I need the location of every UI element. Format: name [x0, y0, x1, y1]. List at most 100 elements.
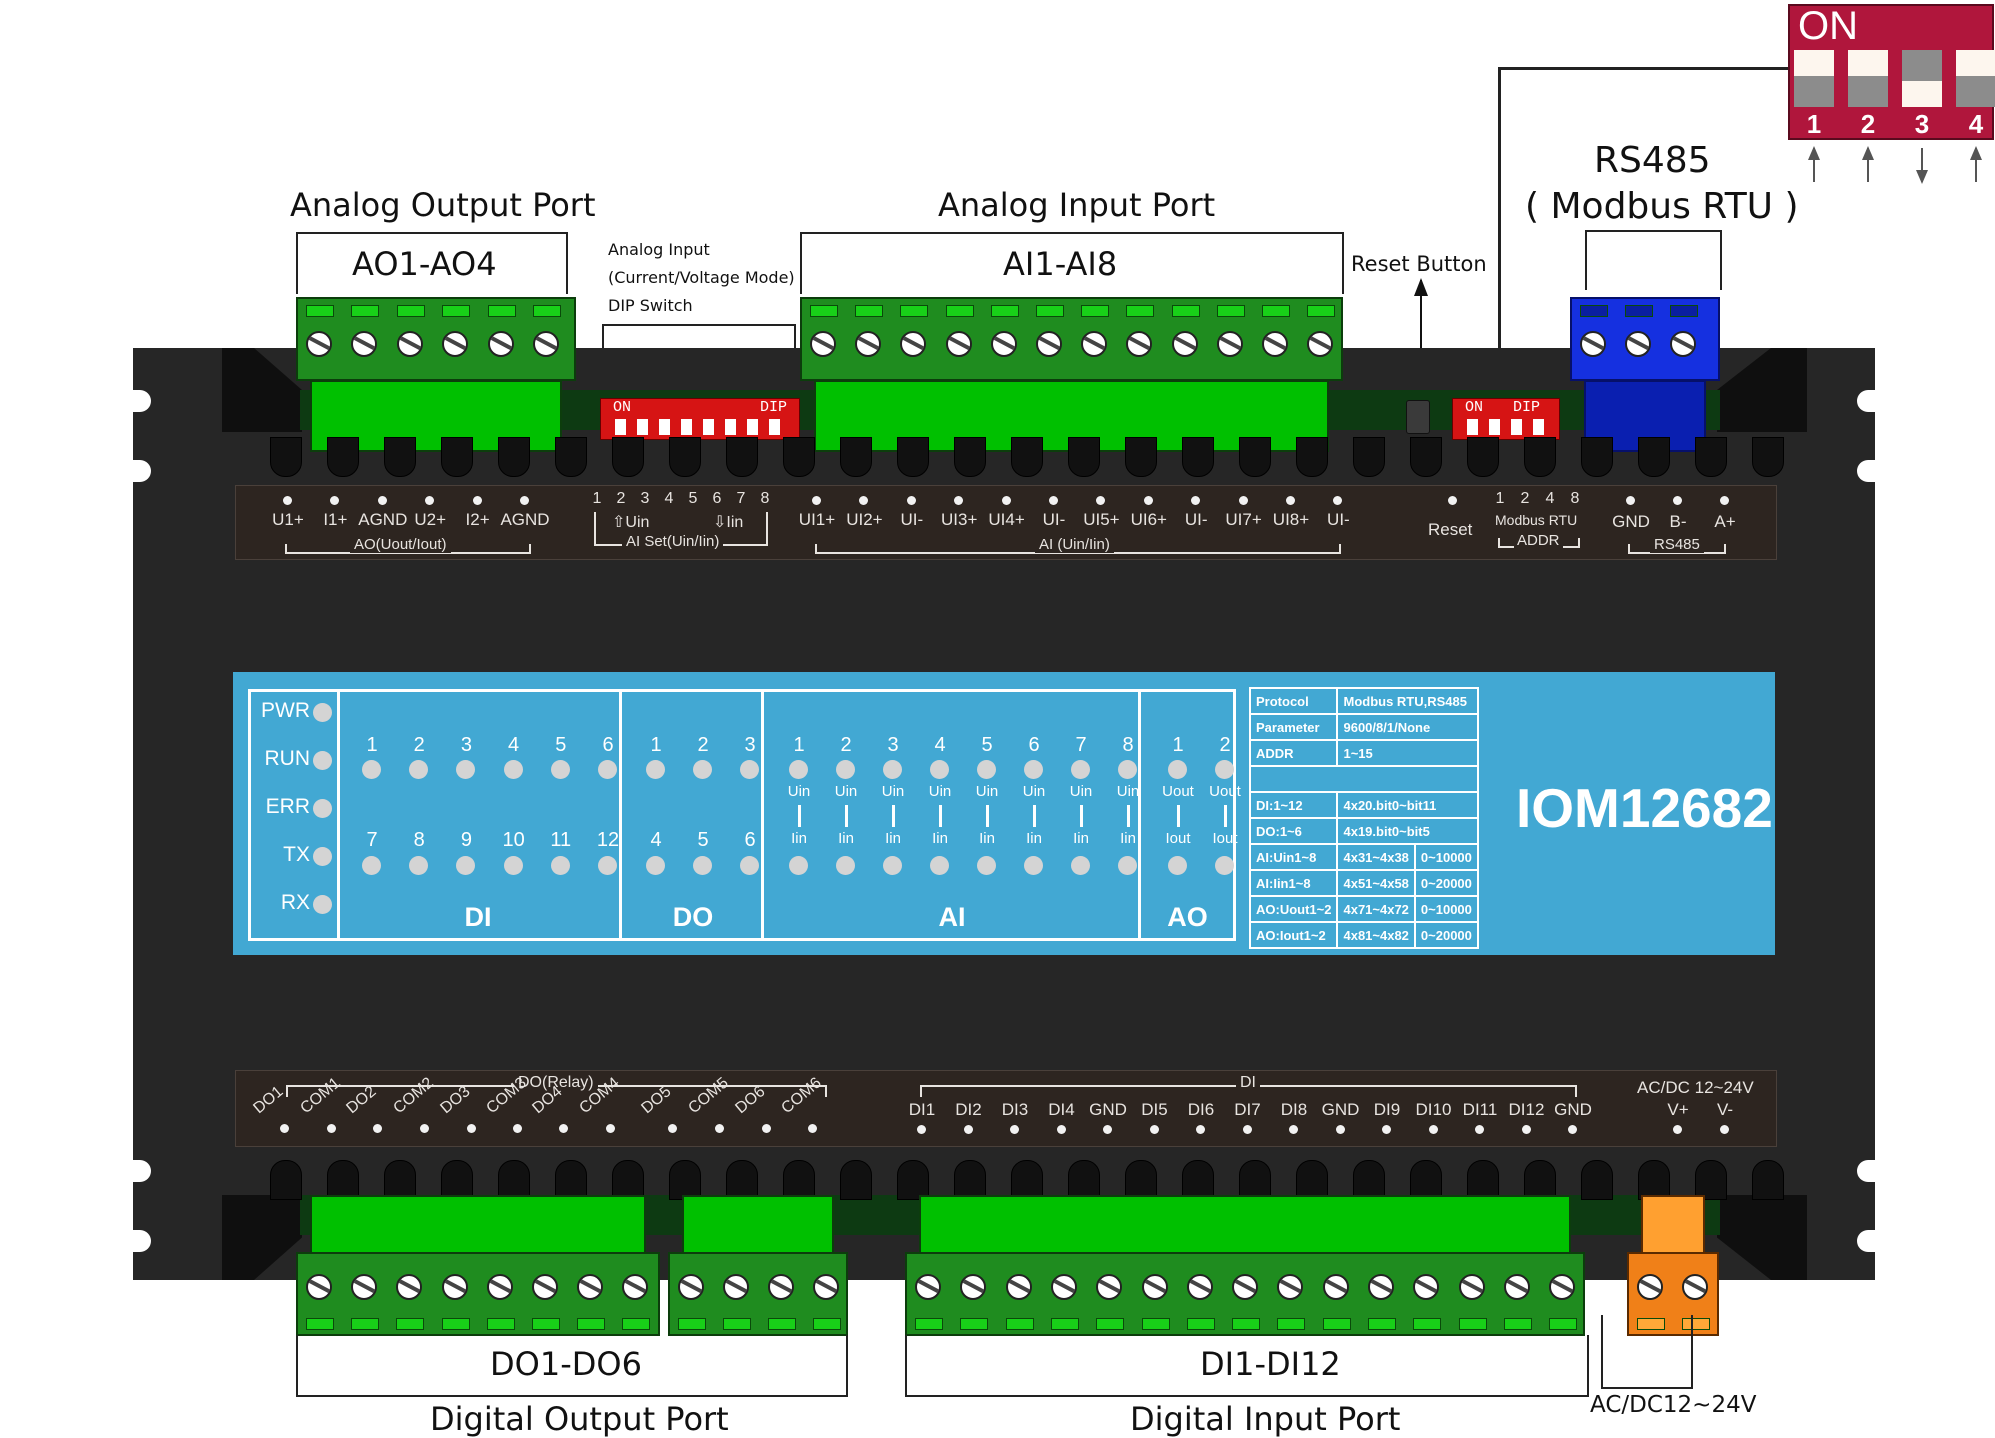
ai-led-lower	[883, 856, 902, 875]
terminal-screw-icon[interactable]	[1637, 1274, 1663, 1300]
terminal-screw-icon[interactable]	[768, 1274, 794, 1300]
terminal-screw-icon[interactable]	[306, 331, 332, 357]
terminal-screw-icon[interactable]	[1186, 1274, 1213, 1300]
terminal-pin-dot	[1056, 1125, 1066, 1134]
terminal-screw-icon[interactable]	[533, 331, 559, 357]
terminal-screw-icon[interactable]	[723, 1274, 749, 1300]
terminal-pin-dot	[668, 1124, 677, 1133]
terminal-pin-dot	[1720, 1125, 1729, 1134]
terminal-pin-label: A+	[1714, 512, 1736, 531]
terminal-pin-dot	[1191, 496, 1201, 505]
terminal-screw-icon[interactable]	[1670, 331, 1696, 357]
ai-dip-key[interactable]	[681, 419, 692, 435]
addr-dip-key[interactable]	[1489, 419, 1500, 435]
ai-led-lower	[836, 856, 855, 875]
ai-dip-key[interactable]	[769, 419, 780, 435]
terminal-screw-icon[interactable]	[1036, 331, 1062, 357]
terminal-screw-icon[interactable]	[532, 1274, 558, 1300]
terminal-screw-icon[interactable]	[1580, 331, 1606, 357]
ai-dip-key[interactable]	[637, 419, 648, 435]
terminal-screw-icon[interactable]	[622, 1274, 649, 1300]
terminal-screw-icon[interactable]	[1549, 1274, 1576, 1300]
ao-callout-bracket	[296, 232, 568, 294]
terminal-screw-icon[interactable]	[1126, 331, 1153, 357]
terminal-pin-label: GND	[1554, 1100, 1592, 1119]
terminal-screw-icon[interactable]	[945, 331, 972, 357]
terminal-screw-icon[interactable]	[1005, 1274, 1032, 1300]
terminal-screw-icon[interactable]	[1307, 331, 1334, 357]
terminal-pin-label: GND	[1089, 1100, 1127, 1119]
ai-dip-key[interactable]	[725, 419, 736, 435]
terminal-pin-label: DI5	[1141, 1100, 1168, 1119]
terminal-screw-icon[interactable]	[1322, 1274, 1349, 1300]
addr-dip-switch[interactable]: ON DIP	[1452, 398, 1560, 440]
case-latch-notch	[612, 437, 644, 477]
ai-mode-upper: Uin	[975, 783, 999, 800]
terminal-screw-icon[interactable]	[1141, 1274, 1168, 1300]
terminal-screw-icon[interactable]	[810, 331, 836, 357]
wire-entry-slot	[813, 1318, 841, 1330]
case-latch-notch	[441, 437, 473, 477]
wire-entry-slot	[1670, 305, 1698, 317]
terminal-pin-dot	[1238, 496, 1248, 505]
ai-dip-key[interactable]	[747, 419, 758, 435]
terminal-screw-icon[interactable]	[678, 1274, 704, 1300]
terminal-pin-label: AGND	[500, 510, 550, 529]
ao-led-box	[1138, 689, 1236, 941]
terminal-screw-icon[interactable]	[1625, 331, 1651, 357]
case-latch-notch	[1011, 437, 1043, 477]
terminal-screw-icon[interactable]	[1458, 1274, 1485, 1300]
terminal-screw-icon[interactable]	[306, 1274, 332, 1300]
terminal-screw-icon[interactable]	[1232, 1274, 1259, 1300]
do-led	[693, 760, 712, 779]
ai-dip-key[interactable]	[659, 419, 670, 435]
terminal-screw-icon[interactable]	[351, 1274, 378, 1300]
terminal-screw-icon[interactable]	[1096, 1274, 1123, 1300]
terminal-screw-icon[interactable]	[396, 331, 423, 357]
addr-dip-key[interactable]	[1533, 419, 1544, 435]
addr-dip-key[interactable]	[1511, 419, 1522, 435]
terminal-screw-icon[interactable]	[1413, 1274, 1440, 1300]
addr-dip-key[interactable]	[1467, 419, 1478, 435]
terminal-screw-icon[interactable]	[1081, 331, 1108, 357]
bottom-label-strip	[235, 1070, 1777, 1147]
terminal-screw-icon[interactable]	[487, 331, 514, 357]
wire-entry-slot	[622, 1318, 651, 1330]
terminal-screw-icon[interactable]	[1171, 331, 1198, 357]
terminal-screw-icon[interactable]	[960, 1274, 987, 1300]
terminal-screw-icon[interactable]	[915, 1274, 941, 1300]
terminal-screw-icon[interactable]	[1682, 1274, 1708, 1300]
terminal-screw-icon[interactable]	[855, 331, 882, 357]
ai-channel-number: 3	[887, 734, 899, 756]
ao-terminal-block-plug	[296, 297, 576, 381]
terminal-screw-icon[interactable]	[1050, 1274, 1077, 1300]
terminal-screw-icon[interactable]	[351, 331, 378, 357]
terminal-pin-label: V-	[1716, 1100, 1734, 1119]
terminal-screw-icon[interactable]	[1216, 331, 1243, 357]
terminal-screw-icon[interactable]	[1368, 1274, 1394, 1300]
reset-arrow	[1420, 280, 1422, 380]
case-latch-notch	[1353, 437, 1385, 477]
reset-button[interactable]	[1406, 400, 1430, 434]
terminal-screw-icon[interactable]	[1277, 1274, 1304, 1300]
ai-dip-key[interactable]	[703, 419, 714, 435]
terminal-screw-icon[interactable]	[486, 1274, 513, 1300]
terminal-screw-icon[interactable]	[900, 331, 927, 357]
terminal-screw-icon[interactable]	[396, 1274, 423, 1300]
ai-dip-key[interactable]	[615, 419, 626, 435]
ai-set-dip-switch[interactable]: ON DIP	[600, 398, 800, 440]
terminal-screw-icon[interactable]	[990, 331, 1017, 357]
terminal-screw-icon[interactable]	[813, 1274, 839, 1300]
terminal-pin-dot	[1289, 1125, 1298, 1134]
terminal-screw-icon[interactable]	[442, 331, 469, 357]
terminal-screw-icon[interactable]	[441, 1274, 468, 1300]
ai-led-lower	[1118, 856, 1137, 875]
wire-entry-slot	[1637, 1318, 1665, 1330]
terminal-screw-icon[interactable]	[1262, 331, 1288, 357]
terminal-screw-icon[interactable]	[1503, 1274, 1530, 1300]
terminal-screw-icon[interactable]	[577, 1274, 604, 1300]
do-channel-number: 2	[697, 734, 709, 756]
di-led	[598, 760, 617, 779]
